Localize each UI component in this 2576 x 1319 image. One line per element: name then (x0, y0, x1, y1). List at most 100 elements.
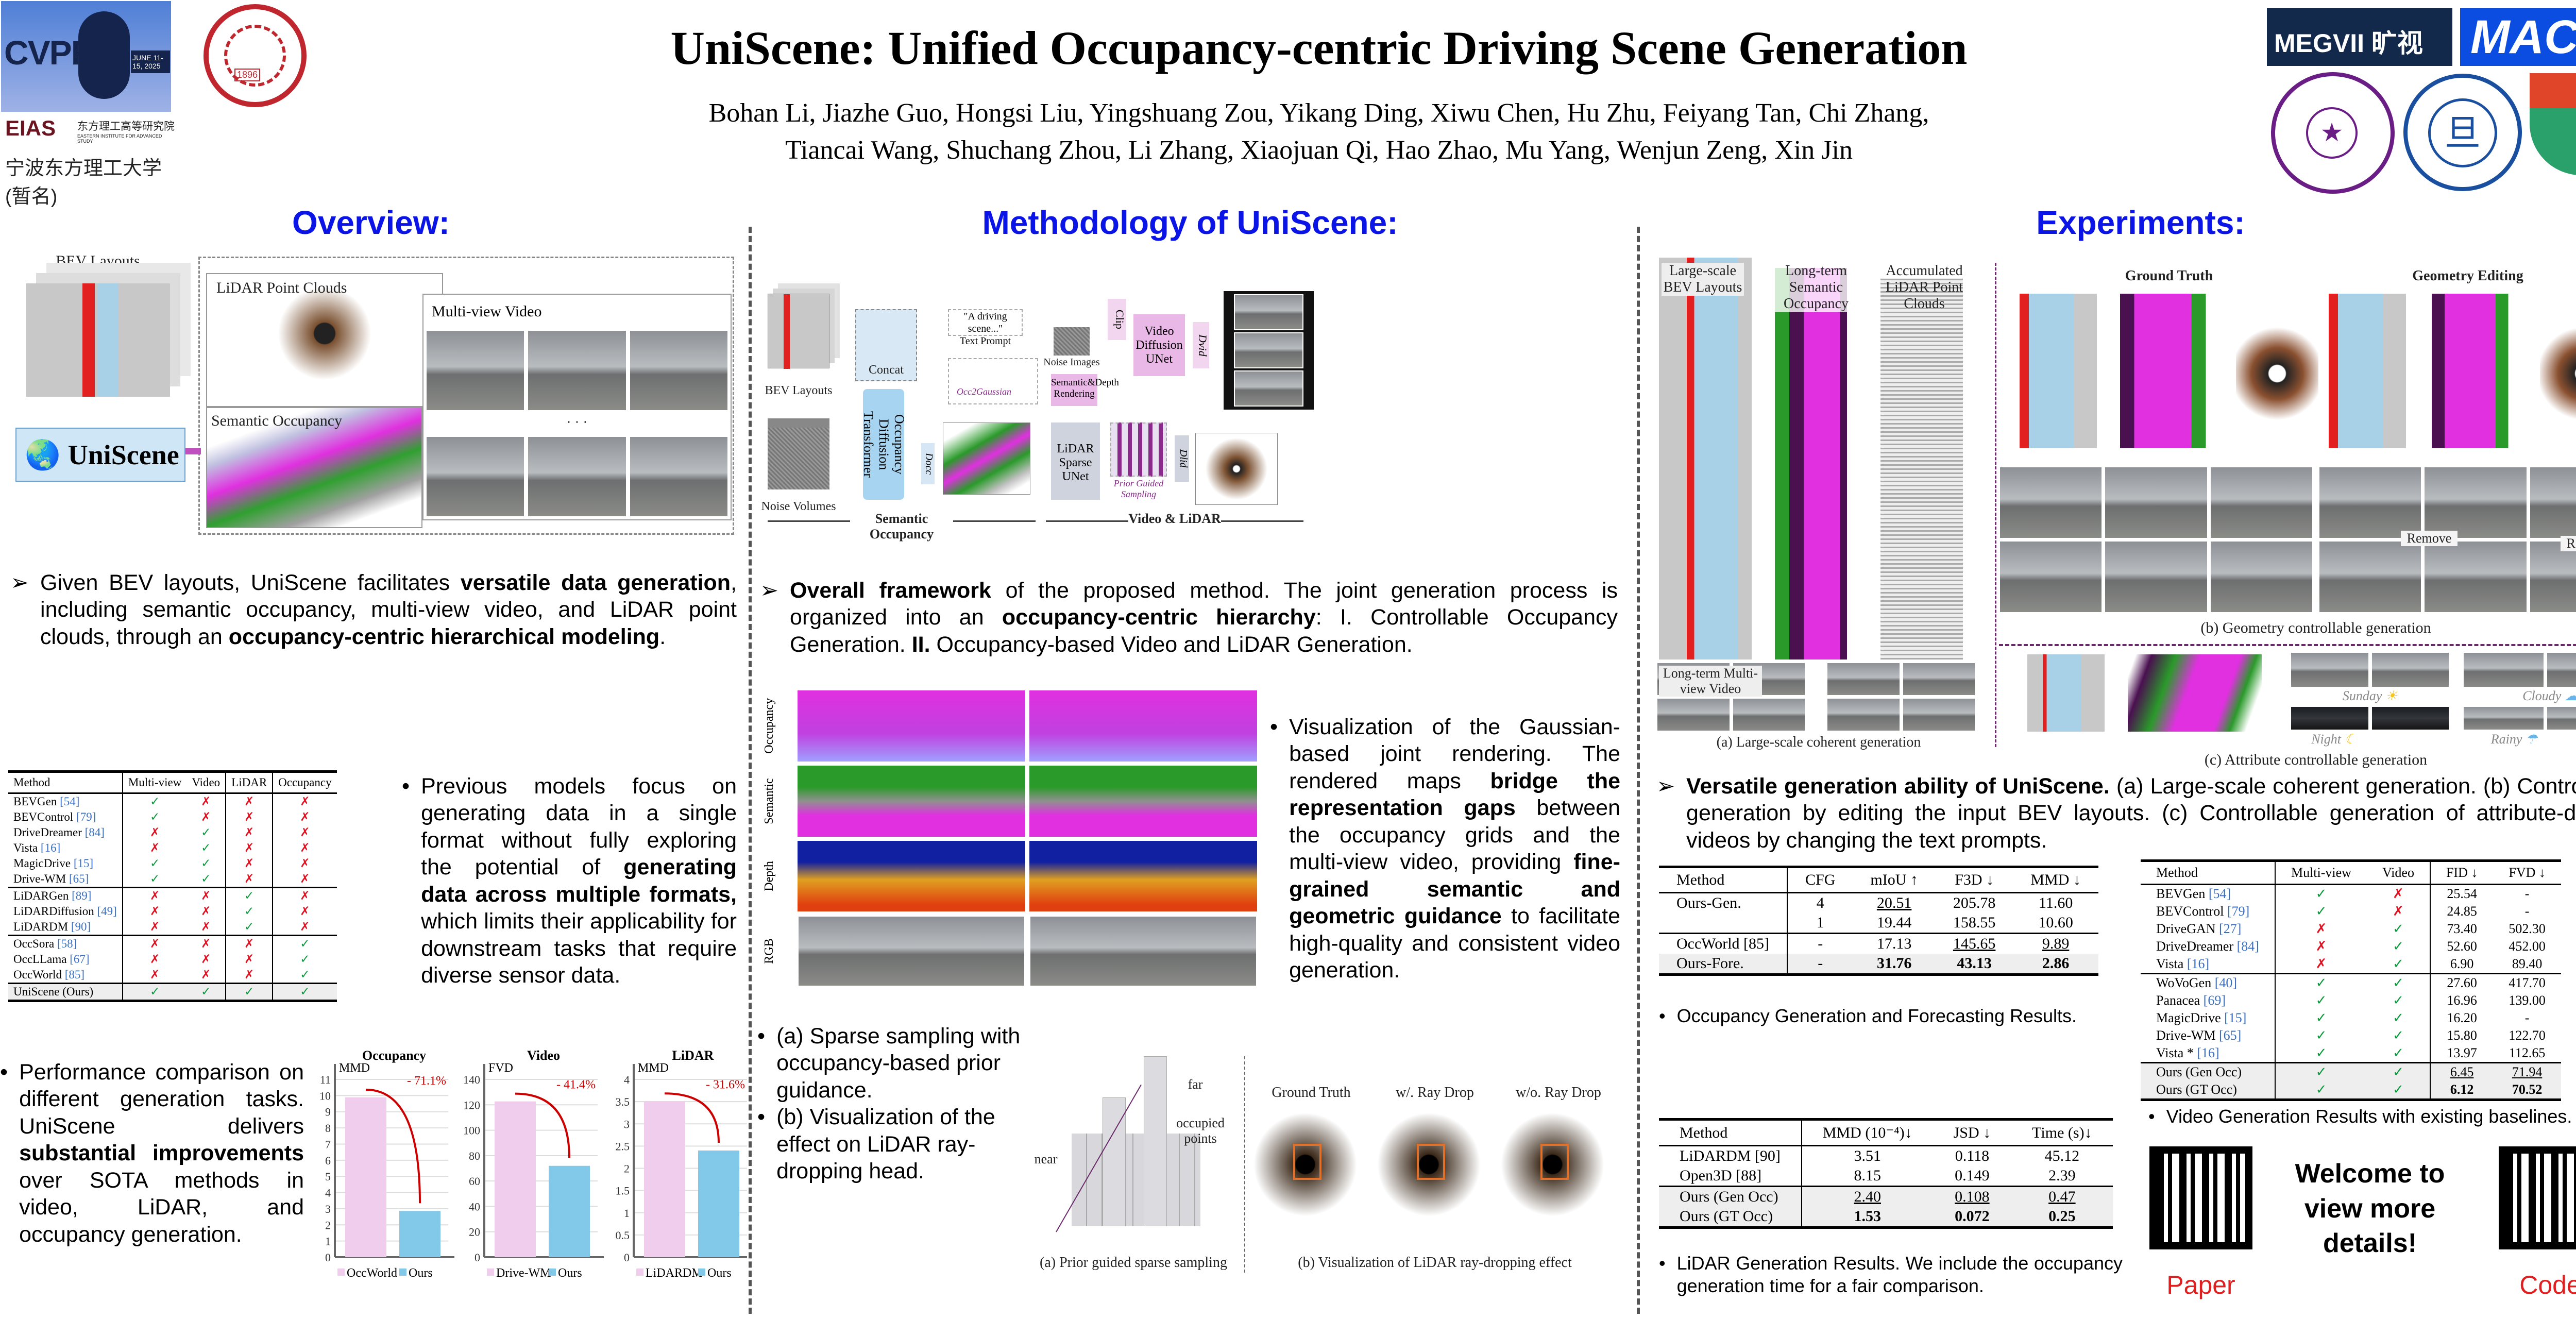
bar-occworld (345, 1097, 386, 1257)
cross-icon: ✗ (149, 889, 160, 902)
column-header: Method (2141, 860, 2276, 885)
cross-icon: ✗ (300, 905, 310, 918)
method-cell: Open3D [88] (1659, 1166, 1802, 1187)
value-cell: 27.60 (2447, 975, 2477, 990)
value-cell: 43.13 (1935, 954, 2013, 975)
column-header: MMD (10⁻⁴)↓ (1822, 1124, 1912, 1141)
citation: [84] (84, 826, 105, 839)
near-label: near (1034, 1152, 1058, 1166)
reduction-arrow (664, 1092, 720, 1143)
clip-encoder: Clip (1108, 299, 1126, 340)
table-row: BEVControl [79]✓✗✗✗ (8, 809, 337, 825)
paper-link[interactable]: Paper (2166, 1271, 2235, 1299)
value-cell: 9.89 (2042, 935, 2070, 952)
cross-icon: ✗ (300, 920, 310, 933)
text: of the proposed method. The joint genera… (790, 578, 1618, 630)
caption-c: (c) Attribute controllable generation (2204, 751, 2428, 768)
code-link[interactable]: Code (2519, 1271, 2576, 1299)
mach-logo: MACH (2460, 8, 2576, 66)
method-cell: LiDARGen [89] (8, 887, 123, 904)
cross-icon: ✗ (187, 967, 227, 984)
paragraph-text: Performance comparison on different gene… (19, 1059, 304, 1248)
method-cell: MagicDrive [15] (2141, 1009, 2276, 1027)
row-label-rgb: RGB (762, 938, 776, 964)
y-tick-label: 4 (624, 1073, 630, 1086)
method-name: OccWorld (13, 968, 65, 981)
video-decoder: Dvid (1193, 322, 1209, 368)
check-icon: ✓ (2315, 1010, 2327, 1025)
video-label: Long-term Multi-view Video (1659, 666, 1762, 697)
paragraph-text: Versatile generation ability of UniScene… (1686, 773, 2576, 854)
cross-icon: ✗ (149, 905, 160, 918)
paragraph-text: Overall framework of the proposed method… (790, 577, 1618, 658)
y-tick-label: 9 (325, 1106, 331, 1119)
cross-icon: ✗ (300, 795, 310, 808)
reduction-annotation: - 31.6% (706, 1078, 745, 1091)
value-cell: 8.15 (1854, 1167, 1881, 1184)
method-cell: Ours (GT Occ) (2141, 1081, 2276, 1100)
table-row: Vista [16]✗✓✗✗ (8, 840, 337, 856)
value-cell: 502.30 (2509, 921, 2546, 936)
method-name: LiDARDM (13, 920, 71, 933)
bar-ours (698, 1151, 739, 1257)
check-icon: ✓ (187, 825, 227, 840)
legend-label: Drive-WM (496, 1266, 551, 1280)
check-icon: ✓ (187, 983, 227, 1001)
row-label-depth: Depth (762, 861, 776, 891)
value-cell: - (2524, 904, 2530, 919)
moon-icon: ☾ (2344, 732, 2357, 747)
bullet-arrow-icon: ➢ (10, 570, 29, 595)
row-label-occupancy: Occupancy (762, 698, 776, 754)
code-qr-code[interactable] (2499, 1146, 2576, 1249)
table-row: BEVGen [54]✓✗25.54- (2141, 884, 2561, 903)
cross-icon: ✗ (2366, 903, 2431, 920)
lidar-table-caption: •LiDAR Generation Results. We include th… (1659, 1253, 2123, 1296)
value-cell: 158.55 (1953, 914, 1996, 931)
method-cell: BEVControl [79] (8, 809, 123, 825)
column-header: F3D ↓ (1955, 871, 1994, 888)
method-cell: Ours-Gen. (1659, 892, 1788, 913)
bold-text: Overall framework (790, 578, 991, 603)
check-icon: ✓ (226, 904, 274, 919)
method-name: LiDARDiffusion (13, 905, 97, 918)
lidar-label: LiDAR Point Clouds (216, 279, 347, 296)
fudan-logo: 旦 (2403, 74, 2522, 191)
text: Occupancy-based Video and LiDAR Generati… (930, 632, 1413, 657)
method-cell: Ours (Gen Occ) (1659, 1186, 1802, 1207)
value-cell: 122.70 (2509, 1028, 2546, 1043)
method-cell: Ours (GT Occ) (1659, 1207, 1802, 1228)
bar-lidardm (644, 1101, 685, 1257)
overview-bullet-1: ➢Given BEV layouts, UniScene facilitates… (10, 569, 737, 650)
method-name: MagicDrive (2156, 1010, 2225, 1025)
reduction-arrow (515, 1092, 570, 1158)
method-name: Vista * (2156, 1045, 2197, 1060)
citation: [89] (72, 889, 92, 902)
column-header: Method (1659, 1119, 1802, 1146)
check-icon: ✓ (187, 871, 227, 888)
bar-ours (399, 1211, 440, 1257)
legend-label: Ours (409, 1266, 433, 1280)
y-tick-label: 1 (325, 1235, 331, 1248)
y-tick-label: 10 (319, 1089, 331, 1102)
noise-images-label: Noise Images (1043, 357, 1100, 368)
check-icon: ✓ (2275, 1062, 2367, 1081)
megvii-logo: MEGVII 旷视 (2267, 8, 2452, 66)
y-tick-label: 40 (469, 1200, 480, 1213)
video-diffusion-unet: Video Diffusion UNet (1133, 314, 1185, 376)
bold-text: II. (911, 632, 930, 657)
y-tick-label: 2.5 (616, 1140, 630, 1153)
method-cell: BEVControl [79] (2141, 903, 2276, 920)
value-cell: 73.40 (2447, 921, 2477, 936)
paper-qr-code[interactable] (2149, 1146, 2252, 1249)
method-cell: DriveGAN [27] (2141, 920, 2276, 938)
cross-icon: ✗ (2315, 921, 2327, 936)
sun-icon: ☀ (2385, 688, 2398, 703)
y-tick-label: 3.5 (616, 1095, 630, 1108)
cross-icon: ✗ (226, 871, 274, 888)
check-icon: ✓ (2366, 938, 2431, 955)
value-cell: 20.51 (1876, 894, 1912, 911)
citation: [40] (2214, 975, 2238, 990)
